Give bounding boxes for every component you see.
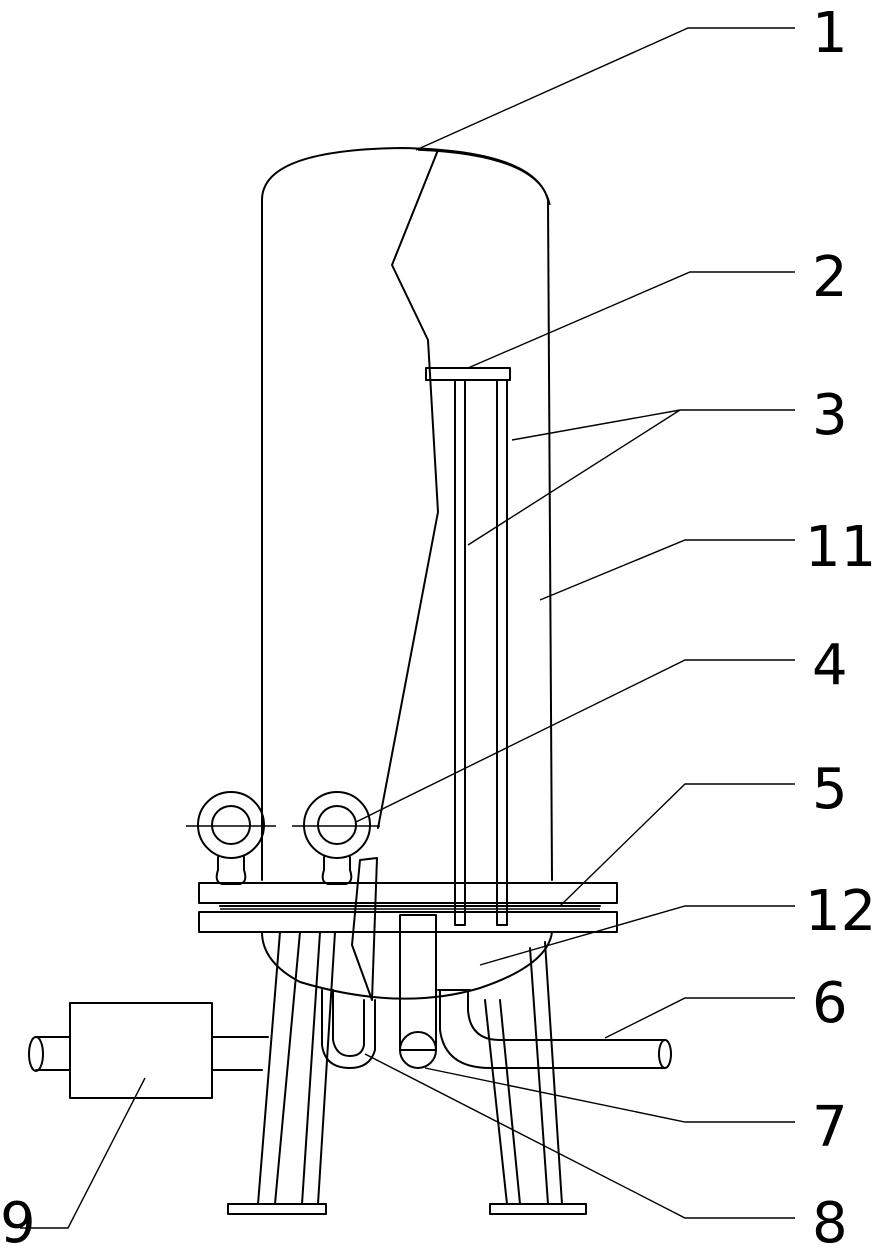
filter-cartridge [425, 367, 511, 926]
pipe-8 [321, 989, 376, 1069]
label-11: 11 [805, 515, 872, 580]
pipe-7 [399, 914, 437, 1069]
vessel-shell [261, 147, 553, 881]
label-7: 7 [812, 1095, 848, 1160]
label-6: 6 [812, 971, 848, 1036]
pipe-6 [437, 989, 672, 1069]
label-1: 1 [812, 1, 848, 66]
label-4: 4 [812, 633, 848, 698]
label-9: 9 [0, 1191, 36, 1255]
label-2: 2 [812, 245, 848, 310]
label-8: 8 [812, 1191, 848, 1255]
label-3: 3 [812, 383, 848, 448]
flanges [198, 882, 618, 933]
pump-unit [28, 1002, 269, 1099]
label-5: 5 [812, 757, 848, 822]
lifting-lugs [186, 791, 380, 885]
central-valve [351, 857, 378, 1001]
lower-head [261, 931, 553, 1000]
support-legs [227, 931, 587, 1215]
leader-lines [20, 27, 795, 1229]
label-12: 12 [805, 879, 872, 944]
